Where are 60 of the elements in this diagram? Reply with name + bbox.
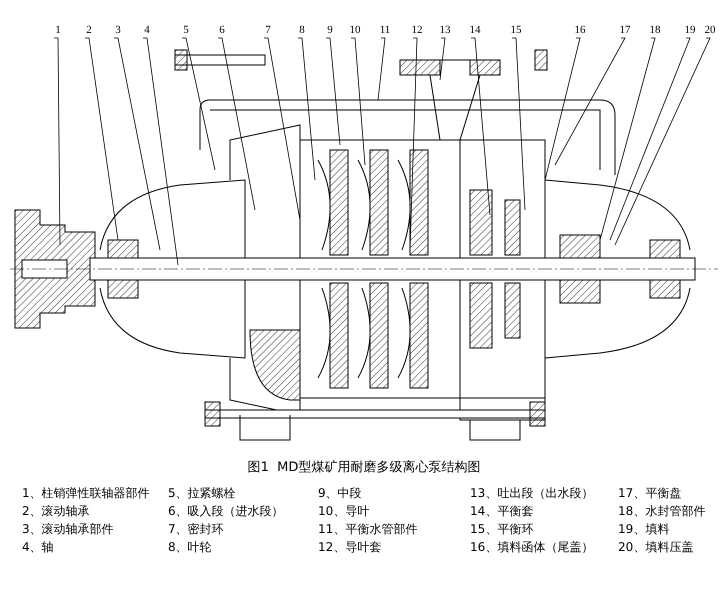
callout-number: 17 (616, 24, 634, 36)
part-list-item: 20、填料压盖 (618, 540, 694, 554)
callout-number: 5 (177, 24, 195, 36)
leader-line (614, 38, 711, 246)
leader-line (264, 38, 300, 220)
callout-number: 16 (571, 24, 589, 36)
callout-number: 7 (259, 24, 277, 36)
part-list-item: 4、轴 (22, 540, 54, 554)
leader-line (298, 38, 316, 180)
part-list-item: 2、滚动轴承 (22, 504, 90, 518)
leader-line (54, 38, 60, 246)
callout-number: 15 (507, 24, 525, 36)
callout-number: 3 (109, 24, 127, 36)
part-list-item: 8、叶轮 (168, 540, 212, 554)
part-list-item: 7、密封环 (168, 522, 224, 536)
leader-line (84, 38, 118, 240)
leader-line (350, 38, 366, 166)
part-list-item: 3、滚动轴承部件 (22, 522, 114, 536)
part-list-item: 17、平衡盘 (618, 486, 682, 500)
callout-number: 2 (80, 24, 98, 36)
leader-line (142, 38, 178, 266)
leader-line (470, 38, 490, 216)
callout-number: 18 (646, 24, 664, 36)
callout-number: 13 (436, 24, 454, 36)
leader-line (440, 38, 446, 80)
leader-line (326, 38, 340, 146)
part-list-item: 10、导叶 (318, 504, 370, 518)
leader-line (554, 38, 626, 166)
callout-number: 14 (466, 24, 484, 36)
part-list-item: 6、吸入段（进水段） (168, 504, 284, 518)
part-list-item: 18、水封管部件 (618, 504, 706, 518)
callout-number: 10 (346, 24, 364, 36)
part-list-item: 19、填料 (618, 522, 670, 536)
callout-number: 1 (49, 24, 67, 36)
callout-number: 19 (681, 24, 699, 36)
part-list-item: 5、拉紧螺栓 (168, 486, 236, 500)
callout-number: 8 (293, 24, 311, 36)
leader-line (114, 38, 160, 250)
callout-number: 11 (376, 24, 394, 36)
leader-line (512, 38, 526, 210)
part-list-item: 13、吐出段（出水段） (470, 486, 594, 500)
callout-number: 20 (701, 24, 719, 36)
part-list-item: 14、平衡套 (470, 504, 534, 518)
callout-number: 9 (321, 24, 339, 36)
leader-line (218, 38, 256, 210)
part-list-item: 9、中段 (318, 486, 362, 500)
leader-line (600, 38, 656, 240)
part-list-item: 11、平衡水管部件 (318, 522, 418, 536)
leader-line (378, 38, 386, 100)
leader-line (182, 38, 216, 170)
callout-number: 4 (138, 24, 156, 36)
part-list-item: 12、导叶套 (318, 540, 382, 554)
callout-number: 6 (213, 24, 231, 36)
part-list-item: 16、填料函体（尾盖） (470, 540, 594, 554)
figure-caption: 图1 MD型煤矿用耐磨多级离心泵结构图 (248, 460, 480, 475)
callout-number: 12 (408, 24, 426, 36)
part-list-item: 15、平衡环 (470, 522, 534, 536)
leader-line (610, 38, 691, 240)
part-list-item: 1、柱销弹性联轴器部件 (22, 486, 150, 500)
leader-line (544, 38, 581, 180)
